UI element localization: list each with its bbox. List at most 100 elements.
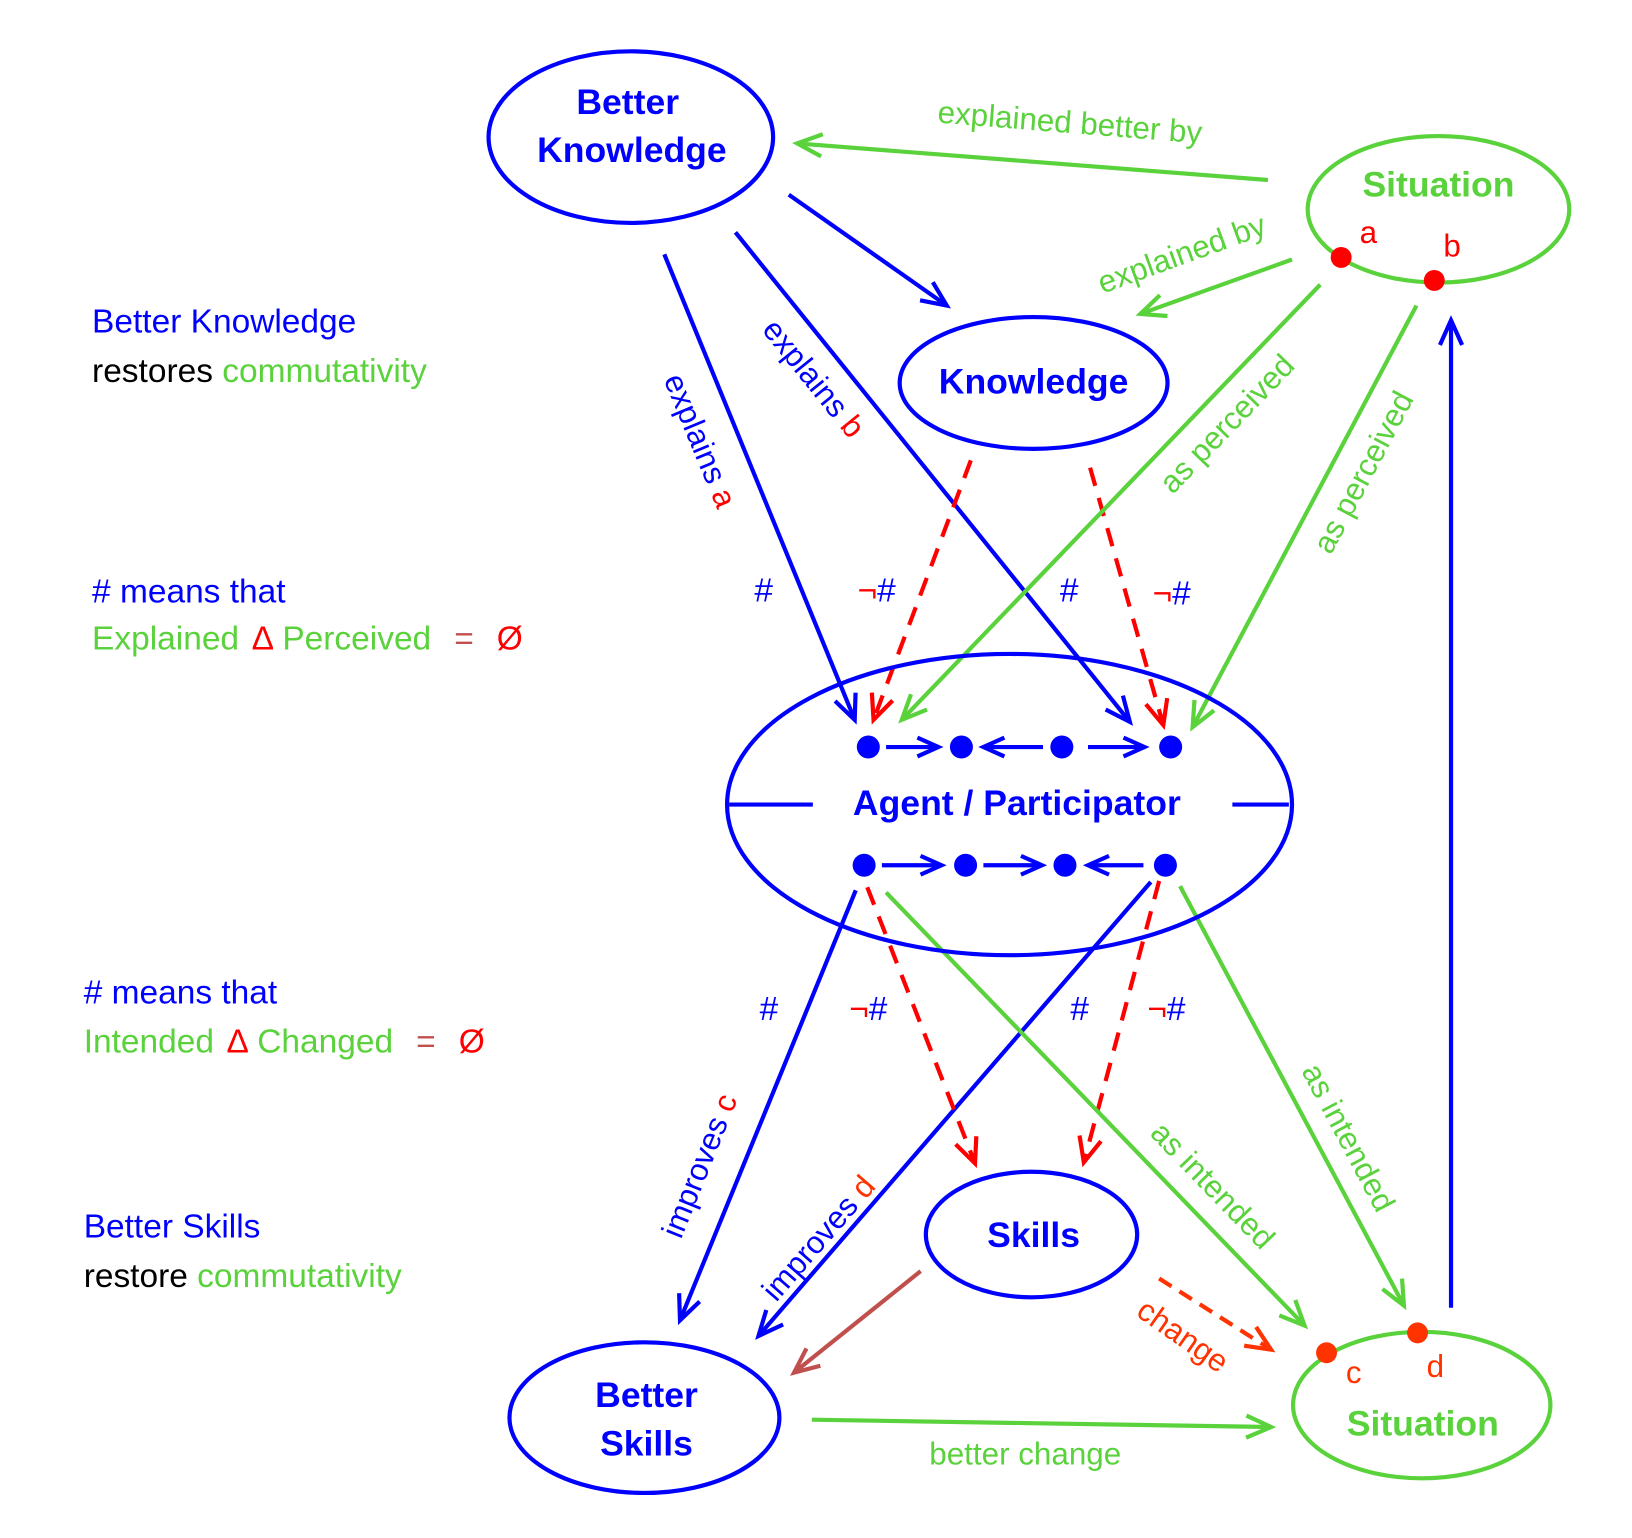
improves-d-label: improves d [755, 1169, 882, 1308]
note-better-skills-part: Better Skills [84, 1209, 261, 1246]
hash-label: # [1060, 573, 1079, 610]
explained-by-arrow-line [1139, 257, 1293, 316]
agent-top-arrow-arrowhead [916, 735, 944, 759]
hash-symbol: # [1172, 576, 1191, 613]
situation-top-title: Situation [1362, 165, 1514, 205]
not-hash-label: ¬# [858, 573, 897, 610]
better-skills-title: Skills [600, 1423, 693, 1463]
explains-a-label-part: explains [657, 369, 733, 489]
explained-by-label-part: explained by [1093, 207, 1271, 300]
note-hash-means: # means that [92, 574, 286, 611]
knowledge-not-hash-right-arrow-arrowhead [1144, 697, 1170, 730]
agent-top-dot [949, 735, 973, 759]
hash-label: # [1070, 991, 1089, 1028]
skills-to-better-skills-arrow-arrowhead [790, 1347, 821, 1376]
agent-top-arrow [978, 735, 1044, 759]
improves-c-label: improves c [655, 1089, 744, 1243]
as-perceived-a-arrow-arrowhead [898, 693, 928, 724]
note-explained-perceived-part: Explained [92, 621, 239, 658]
not-hash-label: ¬# [1147, 991, 1186, 1028]
skills-to-better-skills-arrow [790, 1269, 922, 1376]
note-intended-changed-part: Δ [227, 1024, 249, 1061]
note-intended-changed-part: Changed [257, 1024, 393, 1061]
as-intended-c-label: as intended [1144, 1115, 1282, 1256]
situation-feedback-arrow [1438, 315, 1465, 1308]
improves-c-arrow [677, 889, 858, 1326]
better-change-arrow [811, 1413, 1277, 1440]
point-c-dot [1316, 1342, 1337, 1364]
skills-not-hash-left-arrow-arrowhead [954, 1136, 979, 1169]
explained-better-by-label: explained better by [936, 95, 1203, 151]
better-knowledge-to-knowledge-arrow-line [787, 192, 948, 308]
explained-by-arrow [1135, 257, 1293, 319]
explained-better-by-arrow [792, 132, 1269, 183]
improves-c-arrow-line [678, 889, 858, 1322]
point-b-label: b [1443, 228, 1460, 263]
agent-bottom-dot [1053, 853, 1077, 877]
agent-bottom-arrow-arrowhead [1082, 853, 1110, 877]
improves-c-label-part: improves [655, 1111, 735, 1242]
point-d-dot [1407, 1322, 1428, 1344]
point-b-dot [1423, 269, 1445, 291]
explained-better-by-label-part: explained better by [936, 95, 1203, 151]
point-c-label: c [1346, 1355, 1362, 1390]
as-perceived-a-label: as perceived [1153, 348, 1302, 500]
as-intended-d-label-part: as intended [1295, 1058, 1402, 1218]
explains-b-arrow-line [733, 231, 1132, 724]
agent-bottom-arrow-arrowhead [919, 853, 947, 877]
improves-d-label-part: improves [755, 1188, 865, 1307]
note-restores-commutativity-part: commutativity [213, 353, 427, 390]
explained-better-by-arrow-arrowhead [792, 132, 824, 159]
skills-not-hash-right-arrow-arrowhead [1077, 1135, 1103, 1168]
better-knowledge-title: Knowledge [537, 130, 727, 170]
agent-bottom-arrow [1082, 853, 1144, 877]
change-arrow-line [1158, 1276, 1273, 1352]
as-perceived-a-arrow-line [900, 283, 1322, 722]
edges [662, 132, 1465, 1440]
point-a-dot [1330, 246, 1352, 268]
agent-participator-title: Agent / Participator [853, 783, 1181, 823]
explained-by-label: explained by [1093, 207, 1271, 300]
agent-top-arrow-arrowhead [978, 735, 1006, 759]
explains-a-arrow-arrowhead [833, 692, 858, 725]
change-label-part: change [1131, 1292, 1235, 1380]
as-perceived-a-arrow [898, 283, 1322, 724]
situation-bottom-title: Situation [1347, 1403, 1499, 1443]
change-arrow-arrowhead [1243, 1325, 1276, 1353]
explains-a-label: explains a [657, 369, 744, 513]
as-intended-c-arrow [884, 890, 1309, 1330]
hash-label: # [760, 991, 779, 1028]
as-intended-c-arrow-arrowhead [1278, 1299, 1309, 1330]
note-intended-changed-part: = [416, 1024, 436, 1061]
as-intended-d-arrow [1178, 885, 1407, 1311]
knowledge-title: Knowledge [939, 361, 1129, 401]
not-symbol: ¬ [849, 991, 869, 1028]
agent-bottom-dot [954, 853, 978, 877]
better-skills-title: Better [595, 1375, 698, 1415]
note-explained-perceived-part: Ø [497, 621, 523, 658]
explains-a-arrow-line [662, 253, 857, 721]
better-knowledge-to-knowledge-arrow-arrowhead [919, 281, 951, 309]
as-perceived-b-arrow-arrowhead [1190, 699, 1216, 732]
explains-b-arrow-arrowhead [1104, 695, 1134, 726]
note-better-skills: Better Skills [84, 1209, 261, 1246]
better-knowledge-title: Better [576, 82, 679, 122]
skills-not-hash-left-arrow [865, 886, 979, 1169]
change-arrow [1158, 1276, 1276, 1353]
hash-symbol: # [877, 573, 896, 610]
agent-bottom-arrow [881, 853, 947, 877]
note-intended-changed-part: Ø [459, 1024, 485, 1061]
note-restores-commutativity-part: restores [92, 353, 213, 390]
knowledge-node [897, 314, 1170, 451]
agent-top-arrow [886, 735, 944, 759]
better-skills-node [507, 1340, 782, 1496]
improves-d-arrow-arrowhead [755, 1309, 784, 1340]
explains-b-label-part: explains [756, 313, 856, 424]
knowledge-not-hash-left-arrow-line [871, 459, 973, 721]
hash-symbol: # [869, 991, 888, 1028]
explains-a-arrow [662, 253, 858, 725]
skills-node [923, 1169, 1140, 1300]
